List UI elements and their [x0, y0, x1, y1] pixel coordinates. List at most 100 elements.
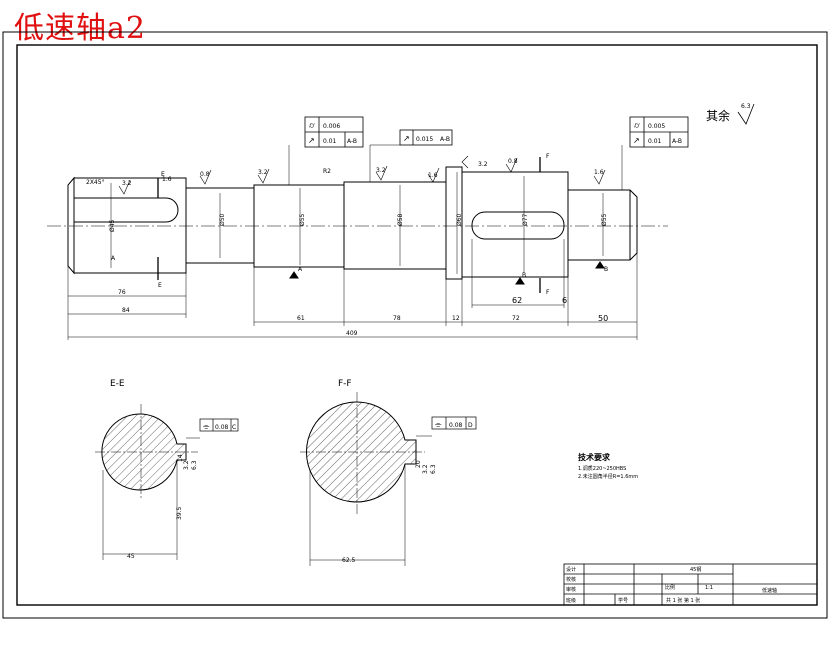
fillet-r2: R2	[323, 168, 331, 175]
datum-a-left: A	[111, 255, 116, 262]
section-e-bottom: E	[158, 282, 162, 289]
gdt-left-datum-2: A-B	[347, 138, 357, 145]
gdt-left-value-2: 0.01	[323, 138, 337, 145]
runout-icon-mid: ↗	[403, 134, 410, 143]
section-f-bottom: F	[546, 289, 550, 296]
ff-datum: D	[468, 422, 473, 429]
fillet-label: 1.6	[162, 176, 172, 183]
surface-roughness-note: 其余 6.3	[706, 103, 755, 125]
ff-key-rough2: 6.3	[430, 464, 437, 474]
gdt-frame-mid	[399, 129, 453, 146]
title-scale: 1:1	[705, 585, 713, 591]
section-ff-label: F-F	[338, 379, 352, 389]
dia-45: Ø45	[109, 219, 116, 232]
ee-key-rough2: 6.3	[191, 460, 198, 470]
gdt-right-value-1: 0.005	[648, 123, 665, 130]
symmetry-icon-ee: ⌯	[203, 422, 210, 431]
main-view-labels: 2X45° 1.6 3.2 0.8 3.2 R2 3.2 1.6 3.2 0.8…	[86, 153, 608, 337]
dim-78: 78	[393, 315, 401, 322]
dia-77: Ø77	[522, 213, 529, 226]
segment-d58	[343, 181, 447, 270]
tech-req-heading: 技术要求	[578, 452, 611, 462]
dim-72: 72	[512, 315, 520, 322]
segment-d77	[461, 171, 569, 278]
ee-depth-dim: 39.5	[176, 506, 183, 520]
dim-61: 61	[297, 315, 305, 322]
roughness-6: 3.2	[478, 161, 488, 168]
title-material: 45钢	[690, 566, 701, 573]
dia-50: Ø50	[219, 213, 226, 226]
roughness-7: 0.8	[508, 158, 518, 165]
roughness-4: 3.2	[376, 167, 386, 174]
dim-76: 76	[118, 289, 126, 296]
title-block	[563, 563, 818, 606]
shaft-main-view	[47, 144, 668, 340]
dia-58: Ø58	[397, 213, 404, 226]
title-row-check: 校核	[566, 576, 576, 583]
symmetry-icon-ff: ⌯	[435, 420, 442, 429]
segment-d45	[73, 177, 187, 274]
title-row-review: 审核	[566, 586, 576, 593]
title-row-class: 班级	[566, 597, 576, 604]
roughness-5: 1.6	[428, 172, 438, 179]
outer-border	[2, 31, 828, 619]
gdt-frame-right	[629, 116, 689, 148]
section-ee-label: E-E	[110, 379, 125, 389]
gdt-frame-left	[304, 116, 364, 148]
title-part-name: 低速轴	[762, 587, 777, 594]
keyway-right	[471, 211, 565, 240]
roughness-3: 3.2	[258, 169, 268, 176]
dia-55: Ø55	[299, 213, 306, 226]
inner-border	[16, 44, 818, 606]
datum-b-mid: B	[522, 272, 526, 279]
title-scale-label: 比例	[665, 584, 675, 591]
dim-62: 62	[512, 296, 522, 305]
section-f-top: F	[546, 153, 550, 160]
roughness-1: 3.2	[122, 180, 132, 187]
gdt-mid-datum: A-B	[440, 136, 450, 143]
ee-width-dim: 45	[127, 553, 135, 560]
gdt-left-value-1: 0.006	[323, 123, 340, 130]
ee-key-width: 14	[177, 454, 184, 462]
cylindricity-icon-right: ⌭	[634, 121, 640, 130]
surface-note-value: 6.3	[741, 103, 751, 110]
left-chamfer-end	[67, 176, 75, 275]
title-sheet: 共 1 张 第 1 张	[666, 597, 700, 604]
dim-409: 409	[346, 330, 358, 337]
gdt-right-value-2: 0.01	[648, 138, 662, 145]
ff-key-width: 20	[415, 460, 422, 468]
page-title: 低速轴a2	[14, 11, 146, 46]
right-chamfer-end	[629, 189, 638, 261]
dim-50: 50	[598, 314, 608, 323]
cylindricity-icon: ⌭	[309, 121, 315, 130]
runout-icon-right: ↗	[633, 136, 640, 145]
ff-width-dim: 62.5	[342, 557, 356, 564]
section-e-top: E	[161, 171, 165, 178]
section-ff-view	[300, 392, 477, 566]
chamfer-label: 2X45°	[86, 179, 105, 186]
ff-key-rough1: 3.2	[422, 464, 429, 474]
dia-55-right: Ø55	[601, 213, 608, 226]
section-ee-view	[95, 404, 239, 560]
roughness-8: 1.6	[594, 169, 604, 176]
dim-84: 84	[122, 307, 130, 314]
datum-b: B	[604, 266, 608, 273]
gdt-mid-value: 0.015	[416, 136, 433, 143]
runout-icon: ↗	[308, 136, 315, 145]
title-row-id: 学号	[618, 597, 628, 604]
tech-req-item-1: 1.调质220~250HBS	[578, 465, 626, 472]
dim-12: 12	[452, 315, 460, 322]
ff-tolerance: 0.08	[449, 422, 463, 429]
datum-a: A	[298, 266, 303, 273]
dim-6: 6	[562, 296, 567, 305]
roughness-2: 0.8	[200, 171, 210, 178]
ee-datum: C	[232, 424, 236, 431]
segment-d55-right	[567, 189, 631, 261]
gdt-right-datum-2: A-B	[672, 138, 682, 145]
tech-req-item-2: 2.未注圆角半径R=1.6mm	[578, 473, 638, 480]
keyway-left	[74, 197, 179, 223]
ee-key-rough1: 3.2	[183, 460, 190, 470]
title-row-design: 设计	[566, 566, 576, 573]
ee-tolerance: 0.08	[215, 424, 229, 431]
